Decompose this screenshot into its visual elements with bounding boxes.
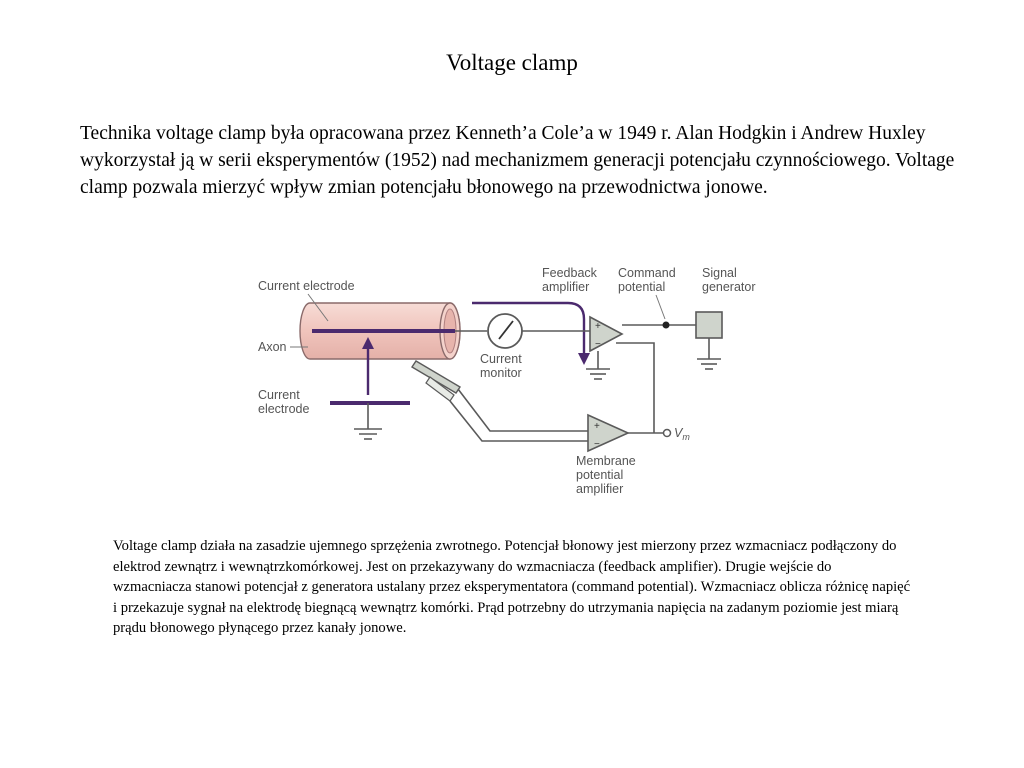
label-vm: Vm xyxy=(674,426,690,442)
leader-current-electrode xyxy=(307,293,329,322)
membrane-potential-amplifier: + − xyxy=(587,413,630,453)
label-signal-generator: Signal generator xyxy=(702,266,756,294)
recording-electrode xyxy=(411,360,461,402)
vm-terminal xyxy=(662,428,672,438)
command-potential-node xyxy=(662,321,670,329)
svg-text:+: + xyxy=(595,321,601,332)
page-title: Voltage clamp xyxy=(446,50,578,75)
current-monitor-meter xyxy=(487,313,523,349)
wire-pipette-membrane-plus xyxy=(457,388,588,432)
intro-paragraph: Technika voltage clamp była opracowana p… xyxy=(80,123,955,198)
svg-text:−: − xyxy=(595,339,601,350)
signal-generator xyxy=(695,311,723,339)
label-current-electrode-top: Current electrode xyxy=(258,279,355,293)
ground-symbol-generator xyxy=(697,358,721,370)
caption-paragraph: Voltage clamp działa na zasadzie ujemneg… xyxy=(113,538,911,637)
label-axon: Axon xyxy=(258,340,287,354)
wire-vm-feedback xyxy=(616,342,655,433)
label-membrane-potential-amplifier: Membrane potential amplifier xyxy=(576,454,639,496)
svg-text:+: + xyxy=(594,421,600,432)
ground-symbol-feedback xyxy=(586,368,610,380)
feedback-amplifier: + − xyxy=(589,315,624,353)
label-feedback-amplifier: Feedback amplifier xyxy=(542,266,600,294)
voltage-clamp-diagram: + − + − Current electrode Axon Curren xyxy=(258,266,756,496)
label-current-monitor: Current monitor xyxy=(480,352,525,380)
ground-symbol-left xyxy=(354,428,382,440)
label-command-potential: Command potential xyxy=(618,266,679,294)
svg-text:−: − xyxy=(594,439,600,450)
label-current-electrode-bottom: Current electrode xyxy=(258,388,309,416)
feedback-current-path xyxy=(472,301,590,365)
wire-pipette-membrane-minus xyxy=(449,400,588,442)
leader-command-potential xyxy=(655,294,666,320)
